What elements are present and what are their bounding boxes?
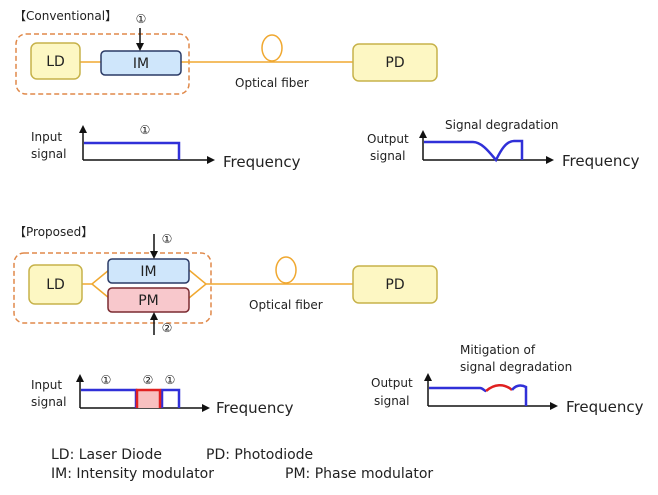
output-curve-left (429, 386, 487, 393)
proposed-im-marker: ① (162, 232, 173, 246)
proposed-ld-label: LD (46, 277, 65, 293)
legend-pm: PM: Phase modulator (285, 466, 433, 482)
x-label: Frequency (566, 398, 644, 416)
conventional-title: 【Conventional】 (14, 9, 117, 23)
proposed-im-block: IM (107, 258, 190, 284)
conventional-ld-block: LD (30, 42, 81, 80)
legend-pd: PD: Photodiode (206, 447, 313, 463)
output-annotation-line1: Mitigation of (460, 343, 536, 357)
conventional-output-plot: Signal degradation Output signal Frequen… (367, 118, 640, 170)
conventional-im-label: IM (133, 56, 149, 72)
output-annotation-line2: signal degradation (460, 360, 572, 374)
output-annotation: Signal degradation (445, 118, 559, 132)
input-band-im-right (160, 388, 181, 408)
proposed-pd-label: PD (385, 277, 404, 293)
proposed-transmitter-group (13, 252, 212, 324)
conventional-fiber-label: Optical fiber (235, 76, 309, 90)
input-band-im (84, 141, 181, 160)
output-ylabel-line2: signal (370, 149, 406, 163)
x-label: Frequency (223, 153, 301, 171)
proposed-split-lower (91, 283, 110, 299)
conventional-input-plot: Input signal ① Frequency (31, 123, 301, 171)
proposed-fiber-label: Optical fiber (249, 298, 323, 312)
x-label: Frequency (216, 399, 294, 417)
output-degraded-curve (424, 139, 524, 163)
proposed-fiber-coil (275, 256, 297, 284)
band-marker-1: ① (140, 123, 151, 137)
conventional-im-block: IM (100, 50, 182, 76)
input-ylabel-line2: signal (31, 147, 67, 161)
conventional-transmitter-group (15, 33, 190, 95)
input-ylabel-line1: Input (31, 378, 62, 392)
proposed-pd-block: PD (352, 265, 438, 304)
conventional-input-marker: ① (136, 12, 147, 26)
conventional-pd-block: PD (352, 43, 438, 82)
legend-ld: LD: Laser Diode (51, 447, 162, 463)
band-marker-3: ① (165, 373, 176, 387)
conventional-pd-label: PD (385, 55, 404, 71)
proposed-pm-block: PM (107, 287, 190, 313)
output-curve-mitigated (485, 384, 513, 392)
proposed-combiner (188, 269, 208, 299)
conventional-ld-label: LD (46, 54, 65, 70)
output-ylabel-line2: signal (374, 394, 410, 408)
input-ylabel-line1: Input (31, 130, 62, 144)
proposed-title: 【Proposed】 (14, 225, 93, 239)
x-label: Frequency (562, 152, 640, 170)
band-marker-1: ① (101, 373, 112, 387)
input-band-pm (135, 388, 162, 408)
output-ylabel-line1: Output (371, 376, 413, 390)
proposed-ld-block: LD (28, 264, 83, 305)
conventional-fiber-coil (261, 34, 283, 62)
band-marker-2: ② (143, 373, 154, 387)
proposed-im-label: IM (140, 264, 156, 280)
proposed-pm-label: PM (138, 293, 159, 309)
input-band-im-left (81, 388, 138, 408)
legend-im: IM: Intensity modulator (51, 466, 214, 482)
output-ylabel-line1: Output (367, 132, 409, 146)
output-curve-right (511, 384, 528, 406)
proposed-input-plot: Input signal ① ② ① Frequency (31, 373, 294, 417)
abbreviation-legend: LD: Laser Diode PD: Photodiode IM: Inten… (51, 447, 433, 482)
proposed-split-upper (82, 269, 110, 285)
pm-band-fill (136, 390, 160, 408)
proposed-output-plot: Mitigation of signal degradation Output … (371, 343, 644, 416)
proposed-pm-marker: ② (162, 321, 173, 335)
input-ylabel-line2: signal (31, 395, 67, 409)
